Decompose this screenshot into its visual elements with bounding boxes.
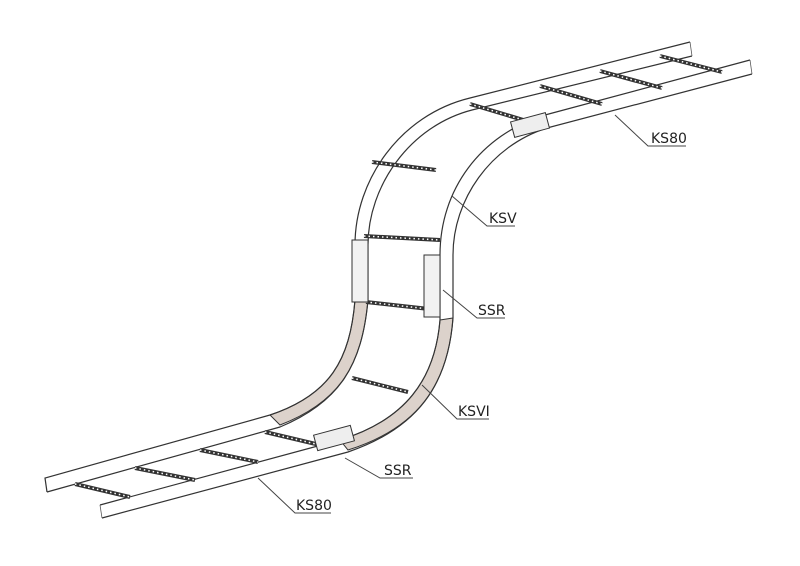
- rung-slots: [599, 70, 663, 89]
- leader-ssr-upper: [442, 289, 505, 319]
- label-ksvi: KSVI: [458, 404, 490, 420]
- rung-slots: [134, 467, 196, 481]
- rung-slots: [469, 103, 531, 123]
- front-rail-bottom-edge: [101, 73, 753, 519]
- rung-slots: [371, 161, 437, 171]
- rung-slots: [199, 449, 259, 463]
- rung-slots: [659, 55, 723, 73]
- label-ks80-top: KS80: [651, 131, 687, 147]
- rung-slots: [365, 301, 439, 311]
- front-rail-end-top: [749, 59, 753, 75]
- rung-slots: [539, 85, 603, 105]
- rung-slots: [363, 235, 441, 241]
- leader-ksv: [451, 195, 515, 227]
- ladder-rung: [351, 376, 409, 394]
- rung-slots: [264, 431, 321, 446]
- rung-slots: [351, 377, 409, 393]
- leader-ks80-bottom: [257, 477, 331, 514]
- rungs-group: [74, 54, 723, 499]
- leader-ksvi: [421, 384, 489, 420]
- label-ssr-upper: SSR: [478, 303, 506, 319]
- ladder-rung: [363, 234, 441, 242]
- rung-slots: [74, 483, 131, 498]
- splice-plate-upper-curve: [423, 254, 441, 318]
- back-rail-end-top: [689, 41, 693, 57]
- leader-ssr-lower: [344, 457, 413, 479]
- leader-ks80-top: [614, 114, 686, 147]
- label-ks80-bottom: KS80: [296, 498, 332, 514]
- label-ksv: KSV: [489, 211, 517, 227]
- splice-plate-bottom: [312, 424, 356, 452]
- label-ssr-lower: SSR: [384, 463, 412, 479]
- back-rail-bottom-edge: [46, 55, 693, 493]
- front-rail-end-bottom: [99, 504, 103, 519]
- splice-plate-top: [509, 112, 551, 138]
- splice-plate-back-curve: [351, 239, 369, 303]
